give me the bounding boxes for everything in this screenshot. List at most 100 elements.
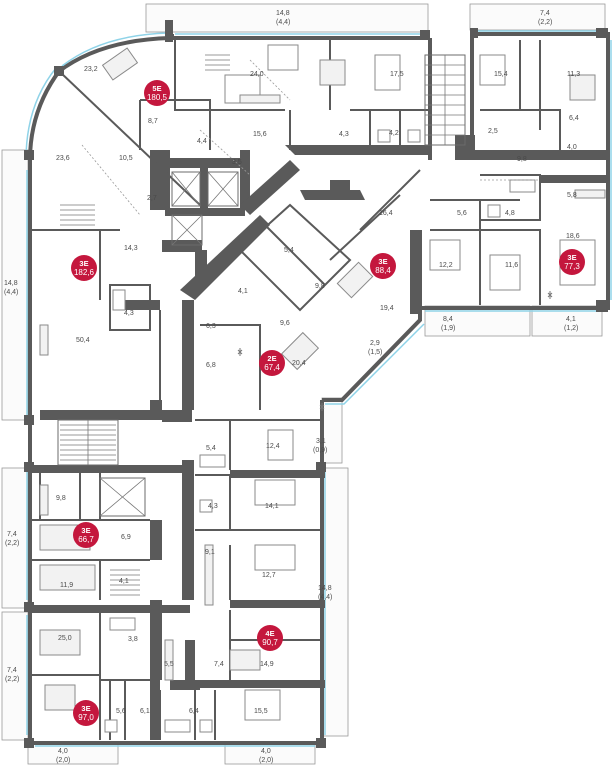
apartment-rooms: 5Е (152, 84, 161, 93)
balcony-area-sub: (1,5) (368, 349, 382, 356)
apartment-badges: 5Е 180,5 3Е 182,6 3Е 88,4 3Е 77,3 2Е 67,… (71, 80, 585, 726)
apartment-area: 88,4 (375, 266, 391, 275)
room-area: 24,0 (250, 71, 264, 78)
apartment-badge[interactable]: 3Е 97,0 (73, 700, 99, 726)
balcony-area: 7,4 (7, 667, 17, 674)
stairs-elevators (57, 54, 466, 596)
room-area: 12,4 (266, 443, 280, 450)
balcony-area-sub: (1,2) (564, 325, 578, 332)
room-area: 9,8 (517, 156, 527, 163)
room-area: 5,4 (284, 247, 294, 254)
room-area: 15,5 (254, 708, 268, 715)
room-area: 4,1 (119, 578, 129, 585)
apartment-rooms: 3Е (378, 257, 387, 266)
room-area: 2,5 (488, 128, 498, 135)
balcony-area-sub: (1,9) (441, 325, 455, 332)
balcony-area: 14,8 (4, 280, 18, 287)
room-area: 4,2 (389, 130, 399, 137)
apartment-badge[interactable]: 3Е 182,6 (71, 255, 97, 281)
room-area: 5,5 (164, 661, 174, 668)
balcony-area: 4,0 (261, 748, 271, 755)
balcony-top-right (469, 3, 606, 31)
balcony-area: 4,1 (566, 316, 576, 323)
room-area: 2,7 (147, 195, 157, 202)
apartment-rooms: 3Е (81, 526, 90, 535)
elevator-car-3 (171, 214, 203, 246)
room-area: 4,3 (208, 503, 218, 510)
room-area: 9,8 (315, 283, 325, 290)
room-area: 23,2 (84, 66, 98, 73)
apartment-area: 182,6 (74, 268, 95, 277)
balcony-left-upper (1, 149, 29, 421)
room-area: 5,6 (457, 210, 467, 217)
room-area: 23,6 (56, 155, 70, 162)
room-area: 19,4 (380, 305, 394, 312)
room-area: 11,6 (505, 262, 518, 269)
balcony-right-lower (321, 467, 349, 737)
room-area: 4,4 (197, 138, 207, 145)
room-area: 6,4 (569, 115, 579, 122)
balcony-area-sub: (2,2) (5, 676, 19, 683)
balcony-area: 7,4 (7, 531, 17, 538)
apartment-badge[interactable]: 3Е 77,3 (559, 249, 585, 275)
balcony-area: 7,4 (540, 10, 550, 17)
room-area: 15,6 (253, 131, 267, 138)
room-area: 5,8 (567, 192, 577, 199)
room-area: 20,4 (292, 360, 306, 367)
room-area: 9,1 (205, 549, 215, 556)
room-area: 25,0 (58, 635, 72, 642)
balcony-area: 14,8 (318, 585, 332, 592)
balcony-area-sub: (4,4) (4, 289, 18, 296)
elevator-car-1 (171, 171, 201, 207)
apartment-area: 67,4 (264, 363, 280, 372)
room-area: 6,4 (189, 708, 199, 715)
apartment-badge[interactable]: 3Е 66,7 (73, 522, 99, 548)
room-area: 9,6 (280, 320, 290, 327)
room-area: 4,3 (124, 310, 134, 317)
apartment-rooms: 3Е (79, 259, 88, 268)
balcony-area-sub: (2,2) (5, 540, 19, 547)
balcony-area-labels: 14,8 (4,4) 7,4 (2,2) 14,8 (4,4) 8,4 (1,9… (4, 10, 578, 764)
apartment-rooms: 2Е (267, 354, 276, 363)
room-area: 14,3 (124, 245, 138, 252)
room-area: 14,1 (265, 503, 279, 510)
room-area: 12,2 (439, 262, 453, 269)
room-area: 16,4 (379, 210, 393, 217)
apartment-area: 90,7 (262, 638, 278, 647)
room-area: 18,6 (566, 233, 580, 240)
balcony-area-sub: (0,9) (313, 447, 327, 454)
room-area: 4,3 (339, 131, 349, 138)
balcony-area: 14,8 (276, 10, 290, 17)
elevator-car-2 (207, 171, 239, 207)
apartment-badge[interactable]: 5Е 180,5 (144, 80, 170, 106)
balcony-area: 2,9 (370, 340, 380, 347)
room-area: 6,9 (121, 534, 131, 541)
apartment-rooms: 4Е (265, 629, 274, 638)
balcony-area: 3,1 (316, 438, 326, 445)
furniture (39, 44, 606, 733)
room-area: 11,9 (60, 582, 73, 589)
apartment-badge[interactable]: 4Е 90,7 (257, 625, 283, 651)
balcony-top-center (145, 3, 429, 33)
apartment-area: 97,0 (78, 713, 94, 722)
room-area: 15,4 (494, 71, 508, 78)
room-area: 6,3 (206, 323, 216, 330)
apartment-badge[interactable]: 3Е 88,4 (370, 253, 396, 279)
room-area: 9,8 (56, 495, 66, 502)
apartment-badge[interactable]: 2Е 67,4 (259, 350, 285, 376)
balcony-area-sub: (2,0) (56, 757, 70, 764)
structural-walls (24, 20, 610, 748)
apartment-rooms: 3Е (81, 704, 90, 713)
room-area: 8,7 (148, 118, 158, 125)
room-area: 10,5 (119, 155, 133, 162)
apartment-area: 66,7 (78, 535, 94, 544)
room-area: 12,7 (262, 572, 276, 579)
elevator-shaft (99, 477, 146, 517)
balcony-left-lower (1, 611, 29, 741)
balcony-area: 8,4 (443, 316, 453, 323)
room-area: 14,9 (260, 661, 274, 668)
balcony-area-sub: (2,0) (259, 757, 273, 764)
room-area: 3,8 (128, 636, 138, 643)
interior-walls (30, 40, 561, 740)
apartment-area: 77,3 (564, 262, 580, 271)
